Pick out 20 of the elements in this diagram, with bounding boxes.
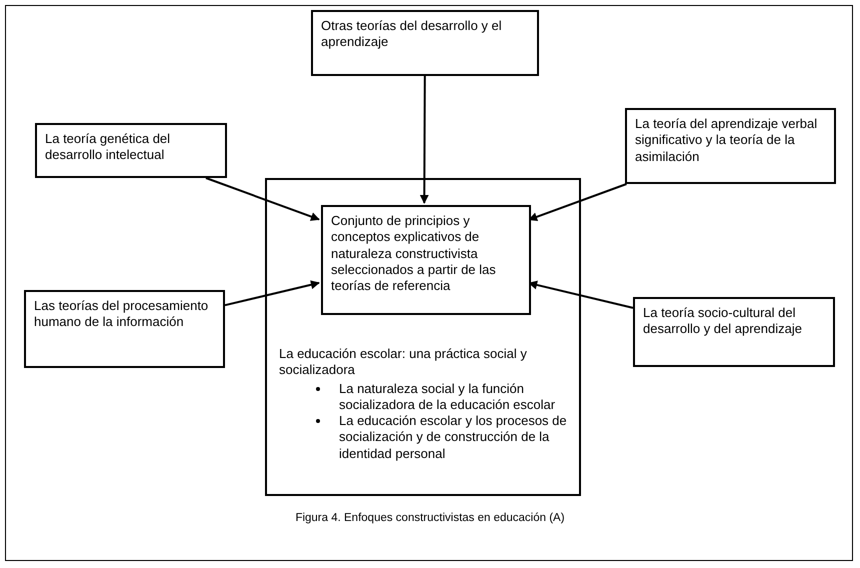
node-text: Conjunto de principios y conceptos explicativos de naturaleza constructivista seleccionados a partir de las teorías de referencia [331, 213, 497, 294]
theory-box [625, 108, 836, 184]
bullet-text: La educación escolar y los procesos de socialización y de construcción de la identidad personal [339, 413, 568, 462]
figure-caption: Figura 4. Enfoques constructivistas en educación (A) [294, 512, 566, 524]
node-text: Las teorías del procesamiento humano de la información [34, 298, 210, 330]
node-text: La teoría socio-cultural del desarrollo y del aprendizaje [643, 305, 803, 338]
theory-box [311, 10, 539, 76]
theory-box [633, 297, 835, 367]
node-text: La teoría del aprendizaje verbal significativo y la teoría de la asimilación [635, 116, 818, 165]
node-text: Otras teorías del desarrollo y el aprendizaje [321, 18, 503, 50]
arrow [224, 280, 320, 306]
arrow [206, 177, 320, 221]
theory-box [24, 290, 225, 368]
section-heading: La educación escolar: una práctica social y socializadora [279, 346, 528, 378]
theory-box [321, 205, 531, 315]
arrow [420, 76, 429, 204]
bullet-text: La naturaleza social y la función socializadora de la educación escolar [339, 380, 556, 413]
node-text: La teoría genética del desarrollo intelectual [45, 131, 172, 164]
container-box [265, 178, 581, 496]
theory-box [35, 123, 227, 178]
